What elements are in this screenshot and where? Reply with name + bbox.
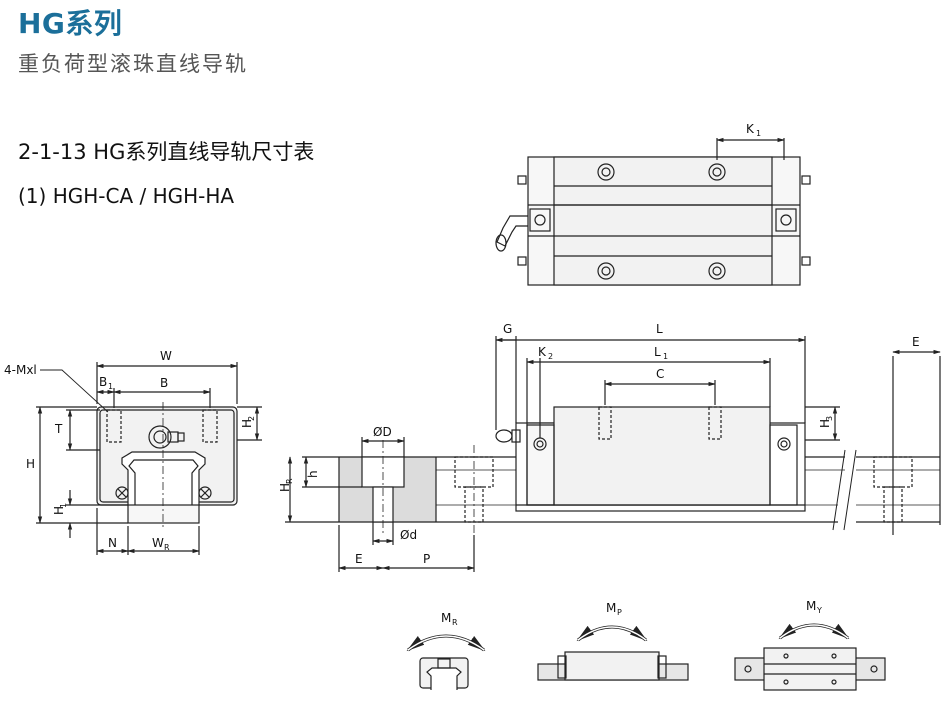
page-subtitle: 重负荷型滚珠直线导轨 — [18, 52, 248, 76]
label-l1: L — [654, 345, 661, 359]
label-wr-sub: R — [164, 543, 170, 552]
label-h1-sub: 1 — [59, 503, 68, 508]
label-phi-d-large: ØD — [373, 425, 392, 439]
moment-mr-diagram — [406, 634, 486, 690]
label-h2: H — [240, 419, 254, 428]
label-l1-sub: 1 — [663, 352, 668, 361]
end-view — [36, 362, 262, 555]
side-view — [285, 336, 941, 572]
label-wr: W — [152, 536, 164, 550]
label-my-sub: Y — [816, 606, 822, 615]
label-h: H — [26, 457, 35, 471]
label-mp: M — [606, 601, 616, 615]
page-title: HG系列 — [18, 7, 123, 40]
label-w: W — [160, 349, 172, 363]
label-k1-sub: 1 — [756, 129, 761, 138]
section-title: 2-1-13 HG系列直线导轨尺寸表 — [18, 140, 315, 164]
top-view — [495, 137, 811, 286]
label-k2: K — [538, 345, 547, 359]
label-h-small: h — [306, 470, 320, 478]
label-my: M — [806, 599, 816, 613]
label-hr: H — [278, 483, 292, 492]
moment-my-diagram — [734, 623, 886, 691]
label-h2-sub: 2 — [247, 416, 256, 421]
label-l: L — [656, 322, 663, 336]
label-c: C — [656, 367, 664, 381]
label-4-mxl: 4-Mxl — [4, 363, 37, 377]
label-k1: K — [746, 122, 755, 136]
label-hr-sub: R — [285, 478, 294, 484]
label-t: T — [54, 422, 63, 436]
label-p: P — [423, 552, 430, 566]
model-title: (1) HGH-CA / HGH-HA — [18, 184, 235, 208]
label-b1: B — [99, 375, 107, 389]
label-e-right: E — [912, 335, 920, 349]
label-phi-d-small: Ød — [400, 528, 417, 542]
moment-mp-diagram — [537, 625, 689, 681]
label-mr-sub: R — [452, 618, 458, 627]
label-g: G — [503, 322, 512, 336]
label-h1: H — [52, 506, 66, 515]
label-h3-sub: 3 — [825, 416, 834, 421]
label-b: B — [160, 376, 168, 390]
label-e-left: E — [355, 552, 363, 566]
label-b1-sub: 1 — [108, 382, 113, 391]
label-k2-sub: 2 — [548, 352, 553, 361]
label-mp-sub: P — [617, 608, 622, 617]
label-mr: M — [441, 611, 451, 625]
label-h3: H — [818, 419, 832, 428]
label-n: N — [108, 536, 117, 550]
